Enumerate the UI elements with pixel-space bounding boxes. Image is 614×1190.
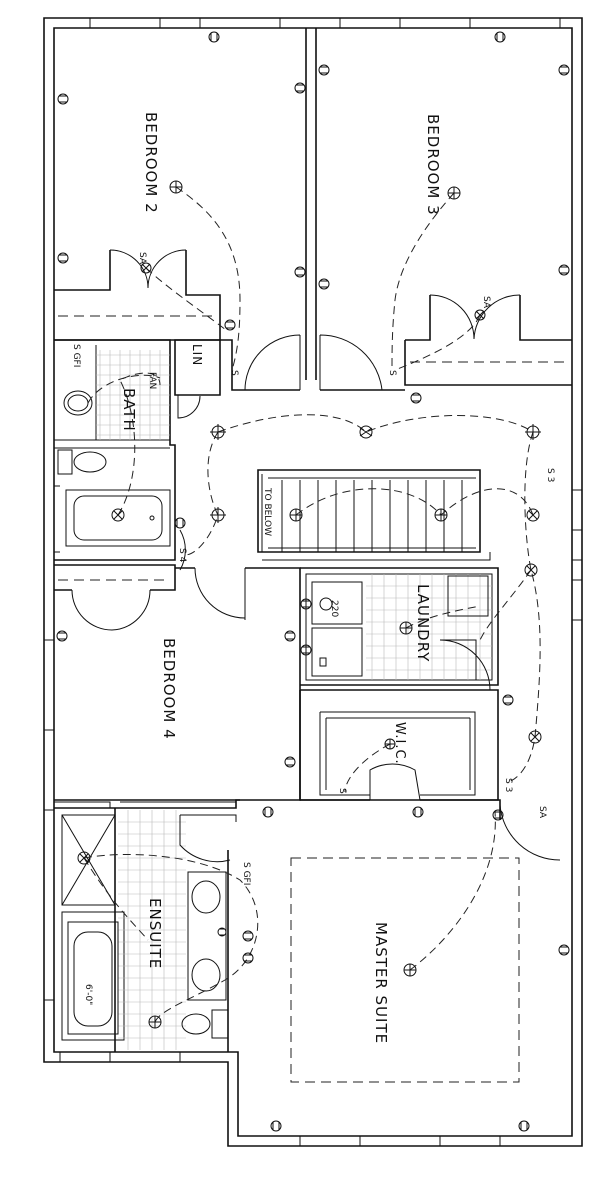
outlet-icon xyxy=(558,264,570,276)
fan-label: FAN xyxy=(147,372,157,389)
ceiling-light-icon xyxy=(169,180,183,194)
ceiling-light-icon xyxy=(140,262,152,274)
ceiling-light-icon xyxy=(399,621,413,635)
electrical-wiring xyxy=(83,186,541,1023)
gfi-label: S GFI xyxy=(241,862,251,885)
outlet-icon xyxy=(492,809,504,821)
ceiling-light-icon xyxy=(528,730,542,744)
switch-label: S xyxy=(387,370,397,376)
smoke-label: SA xyxy=(481,296,491,309)
ceiling-light-icon xyxy=(289,508,303,522)
ceiling-light-icon xyxy=(210,507,226,523)
room-label-bedroom3: BEDROOM 3 xyxy=(424,114,442,216)
ceiling-light-icon xyxy=(210,424,226,440)
doors xyxy=(71,249,561,863)
gfi-label: S GFI xyxy=(71,344,81,367)
switch-label: S 4 xyxy=(177,548,187,563)
annotations: TO BELOW 220 6'-0" S S S 4 S 3 S S 3 S G… xyxy=(71,252,555,1005)
ceiling-light-icon xyxy=(474,309,486,321)
ceiling-light-icon xyxy=(111,508,125,522)
smoke-label: SA xyxy=(137,252,147,265)
outlet-icon xyxy=(294,266,306,278)
outlet-icon xyxy=(270,1120,282,1132)
outlet-icon xyxy=(300,598,312,610)
ensuite-tile xyxy=(118,810,186,1050)
outlet-icon xyxy=(56,630,68,642)
room-label-lin: LIN xyxy=(190,344,204,366)
switch-label: S 3 xyxy=(545,468,555,482)
ceiling-light-icon xyxy=(526,508,540,522)
room-label-master: MASTER SUITE xyxy=(372,922,390,1044)
switch-label: S xyxy=(337,788,347,794)
outlet-icon xyxy=(284,630,296,642)
ceiling-light-icon xyxy=(403,963,417,977)
stairs xyxy=(268,477,476,552)
to-below-label: TO BELOW xyxy=(262,487,272,536)
outlet-icon xyxy=(318,278,330,290)
ceiling-light-icon xyxy=(434,508,448,522)
outlet-icon xyxy=(294,82,306,94)
fixtures xyxy=(54,390,520,1083)
outlet-icon xyxy=(217,927,227,937)
dryer-label: 220 xyxy=(329,600,339,617)
ceiling-light-icon xyxy=(77,851,91,865)
outlet-icon xyxy=(494,31,506,43)
light-fixtures xyxy=(77,180,542,1029)
room-label-ensuite: ENSUITE xyxy=(146,898,164,969)
outlet-icon xyxy=(57,252,69,264)
switch-label: S 3 xyxy=(503,778,513,792)
ceiling-light-icon xyxy=(525,424,541,440)
ceiling-light-icon xyxy=(148,1015,162,1029)
outlet-icon xyxy=(558,64,570,76)
laundry-tile xyxy=(366,574,492,680)
room-label-wic: W.I.C. xyxy=(392,722,407,765)
exterior-walls xyxy=(43,17,583,1147)
switch-label: S xyxy=(229,370,239,376)
outlet-icon xyxy=(518,1120,530,1132)
outlet-icon xyxy=(57,93,69,105)
interior-walls xyxy=(54,28,572,1052)
outlet-icon xyxy=(242,930,254,942)
outlet-icon xyxy=(502,694,514,706)
smoke-label: SA xyxy=(537,806,547,819)
room-label-laundry: LAUNDRY xyxy=(414,584,432,662)
ceiling-light-icon xyxy=(524,563,538,577)
outlet-icon xyxy=(224,319,236,331)
outlet-icon xyxy=(558,944,570,956)
outlet-icon xyxy=(300,644,312,656)
ceiling-light-icon xyxy=(359,425,373,439)
outlet-icon xyxy=(262,806,274,818)
outlet-icon xyxy=(284,756,296,768)
room-label-bath: BATH xyxy=(120,388,138,432)
room-labels: BEDROOM 2 BEDROOM 3 BATH LIN LAUNDRY BED… xyxy=(120,112,442,1044)
outlet-icon xyxy=(208,31,220,43)
outlet-icon xyxy=(412,806,424,818)
room-label-bedroom4: BEDROOM 4 xyxy=(160,638,178,740)
ceiling-light-icon xyxy=(384,738,396,750)
outlet-icon xyxy=(318,64,330,76)
outlets xyxy=(56,31,570,1132)
outlet-icon xyxy=(410,392,422,404)
room-label-bedroom2: BEDROOM 2 xyxy=(142,112,160,214)
outlet-icon xyxy=(242,952,254,964)
outlet-icon xyxy=(174,517,186,529)
ceiling-light-icon xyxy=(447,186,461,200)
tub-size-label: 6'-0" xyxy=(83,984,93,1005)
